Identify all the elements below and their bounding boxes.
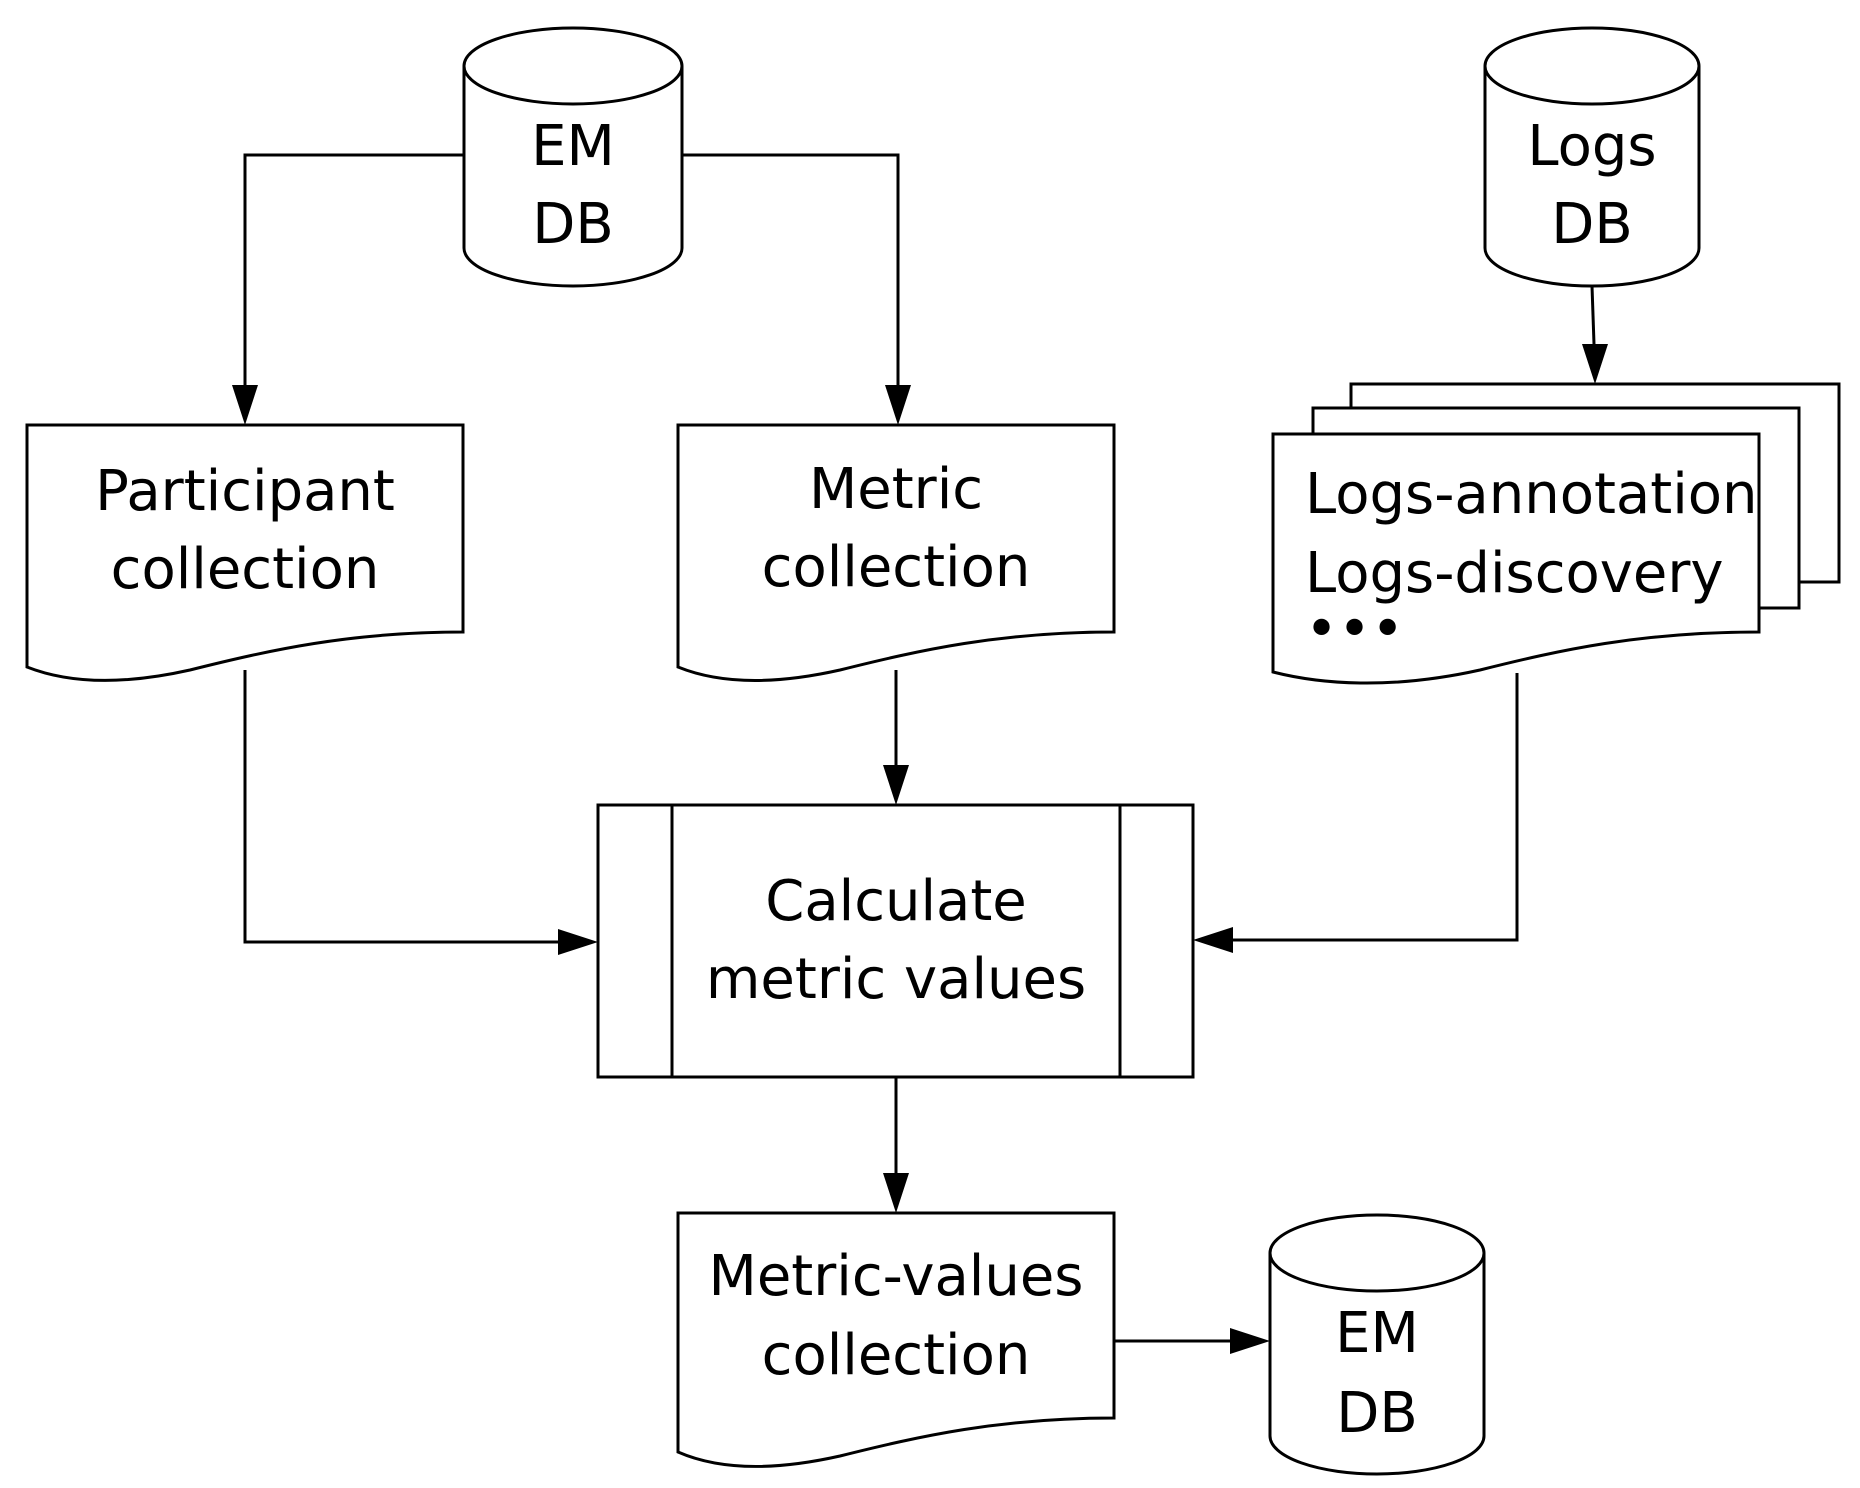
logs-annotation-label: Logs-annotation bbox=[1305, 462, 1758, 527]
em-db-bottom-label-line2: DB bbox=[1336, 1381, 1418, 1446]
edge-logs-to-calculate bbox=[1193, 673, 1519, 953]
edge-emdb-to-metric bbox=[682, 153, 911, 425]
em-db-bottom-label-line1: EM bbox=[1335, 1301, 1419, 1366]
participant-collection-label-line2: collection bbox=[111, 537, 380, 602]
metric-values-collection-label-line1: Metric-values bbox=[709, 1244, 1084, 1309]
em-db-bottom-cylinder: EM DB bbox=[1268, 1213, 1486, 1476]
edge-participant-to-calculate bbox=[243, 670, 598, 955]
em-db-top-label-line1: EM bbox=[531, 114, 615, 179]
edge-metric-values-to-emdb bbox=[1114, 1328, 1270, 1354]
calculate-label-line1: Calculate bbox=[765, 869, 1027, 934]
metric-values-collection-label-line2: collection bbox=[762, 1323, 1031, 1388]
logs-multi-document: Logs-annotation Logs-discovery ••• bbox=[1271, 382, 1841, 685]
logs-discovery-label: Logs-discovery bbox=[1305, 541, 1724, 606]
participant-collection-label-line1: Participant bbox=[95, 459, 395, 524]
calculate-process-box: Calculate metric values bbox=[596, 803, 1195, 1079]
metric-collection-label-line2: collection bbox=[762, 535, 1031, 600]
metric-collection-label-line1: Metric bbox=[809, 457, 983, 522]
edge-calculate-to-metric-values bbox=[883, 1077, 909, 1213]
logs-more-ellipsis: ••• bbox=[1305, 597, 1404, 662]
calculate-label-line2: metric values bbox=[706, 947, 1086, 1012]
em-db-top-cylinder: EM DB bbox=[462, 26, 684, 288]
em-db-top-label-line2: DB bbox=[532, 192, 614, 257]
metric-collection-document: Metric collection bbox=[676, 423, 1116, 682]
edge-logsdb-to-logs bbox=[1582, 285, 1608, 384]
metric-values-collection-document: Metric-values collection bbox=[676, 1211, 1116, 1468]
participant-collection-document: Participant collection bbox=[25, 423, 465, 682]
logs-db-label-line1: Logs bbox=[1527, 114, 1656, 179]
edge-emdb-to-participant bbox=[232, 153, 464, 425]
logs-db-label-line2: DB bbox=[1551, 192, 1633, 257]
logs-db-cylinder: Logs DB bbox=[1483, 26, 1701, 288]
edge-metric-to-calculate bbox=[883, 670, 909, 805]
